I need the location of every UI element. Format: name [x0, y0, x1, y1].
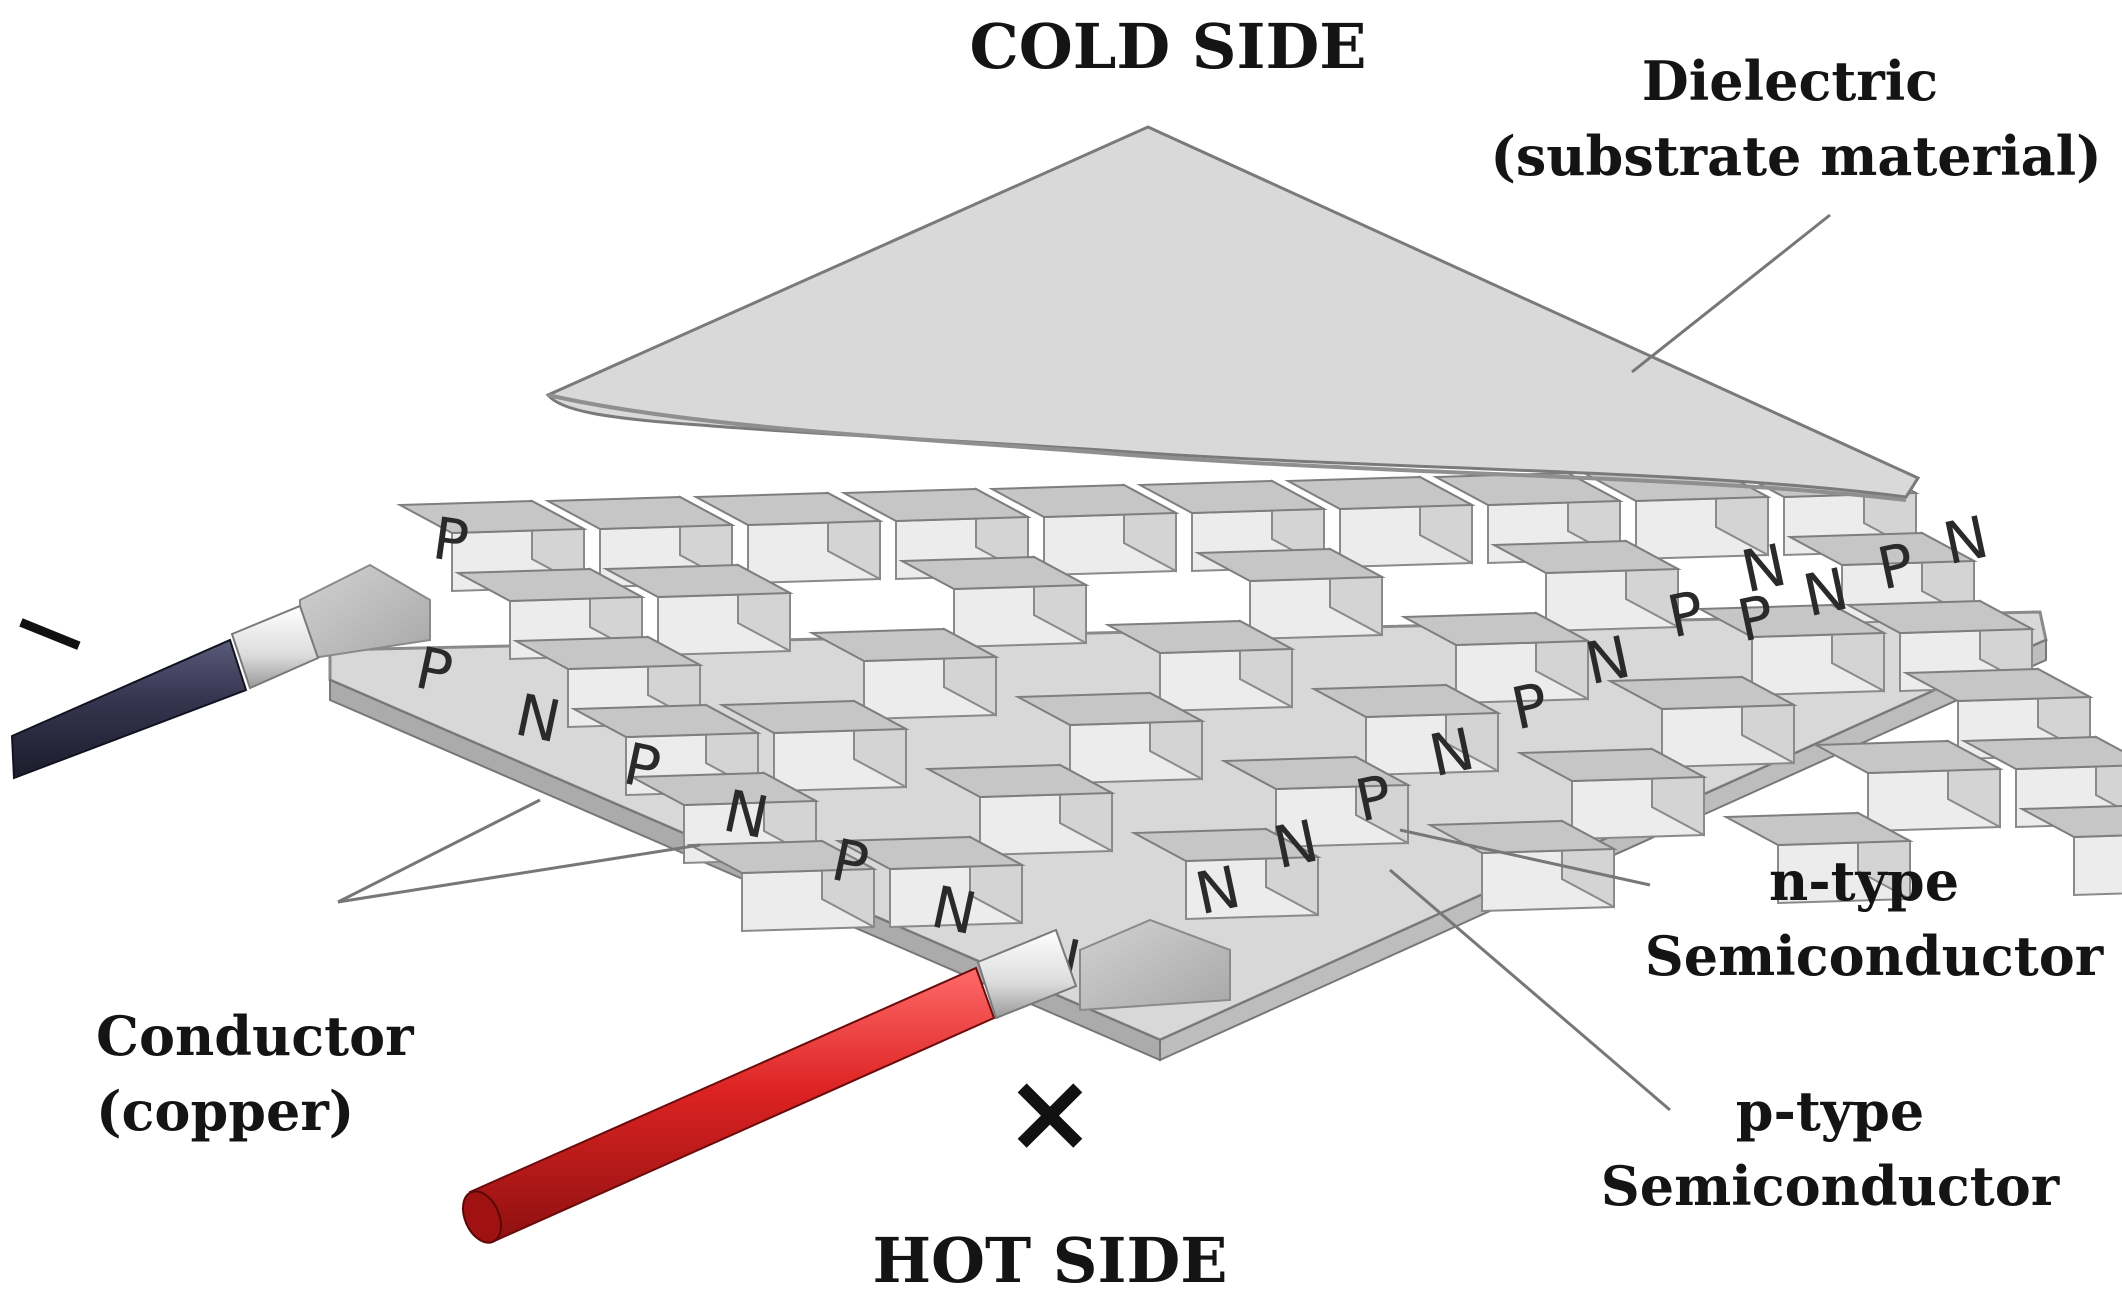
- conductor-tile: [2018, 804, 2122, 839]
- conductor-tile: [834, 835, 1026, 871]
- conductor-label-line1: Conductor: [96, 1004, 414, 1068]
- conductor-tile: [1786, 531, 1978, 567]
- dielectric-label-line2: (substrate material): [1490, 124, 2101, 188]
- conductor-tile: [1960, 735, 2122, 771]
- conductor-tile: [1194, 547, 1386, 583]
- conductor-leader-lower: [337, 843, 701, 904]
- ntype-leader: [1399, 828, 1651, 887]
- conductor-tile: [840, 487, 1032, 523]
- conductor-tile: [1136, 479, 1328, 515]
- leader-lines: [337, 213, 1831, 1112]
- conductor-tile: [1844, 599, 2036, 635]
- negative-wire-sleeve: [230, 604, 320, 690]
- conductor-tile: [1104, 619, 1296, 655]
- conductor-tile: [1400, 611, 1592, 647]
- conductor-tile: [718, 699, 910, 735]
- conductor-tile: [692, 491, 884, 527]
- conductor-tile: [988, 483, 1180, 519]
- conductor-label-line2: (copper): [96, 1079, 354, 1143]
- ptype-label-line1: p-type: [1736, 1079, 1925, 1143]
- cold-side-dielectric-plate: [545, 125, 1921, 499]
- conductor-tile: [1490, 539, 1682, 575]
- conductor-leader-upper: [337, 798, 541, 904]
- conductor-tile: [1812, 739, 2004, 775]
- conductor-tile: [898, 555, 1090, 591]
- conductor-tile: [1220, 755, 1412, 791]
- conductor-tile: [1722, 811, 1914, 847]
- positive-terminal-pad: [1079, 918, 1231, 1012]
- conductor-tile: [1696, 603, 1888, 639]
- conductor-tile: [1606, 675, 1798, 711]
- negative-terminal-pad: [299, 563, 431, 662]
- conductor-tile: [1516, 747, 1708, 783]
- positive-wire: [461, 928, 1078, 1244]
- conductor-tile: [544, 495, 736, 531]
- conductor-tile: [1284, 475, 1476, 511]
- positive-wire-sleeve: [976, 928, 1078, 1020]
- conductor-tile: [808, 627, 1000, 663]
- conductor-tile: [1014, 691, 1206, 727]
- conductor-tile: [924, 763, 1116, 799]
- dielectric-edge: [547, 393, 1907, 502]
- ptype-leader: [1389, 868, 1671, 1112]
- conductor-tile: [1130, 827, 1322, 863]
- dielectric-leader: [1631, 213, 1831, 374]
- conductor-tile: [396, 499, 588, 535]
- negative-wire: [10, 604, 320, 780]
- conductor-tile: [454, 567, 646, 603]
- hot-side-label: HOT SIDE: [872, 1224, 1227, 1297]
- cold-side-label: COLD SIDE: [969, 10, 1366, 83]
- conductor-tile: [570, 703, 762, 739]
- conductor-tile: [1902, 667, 2094, 703]
- dielectric-label-line1: Dielectric: [1642, 49, 1938, 113]
- pellet-front-face: [2073, 834, 2122, 897]
- conductor-tile: [628, 771, 820, 807]
- negative-terminal-symbol: —: [4, 579, 100, 681]
- ptype-label-line2: Semiconductor: [1601, 1154, 2060, 1218]
- conductor-tile: [1310, 683, 1502, 719]
- conductor-tile: [602, 563, 794, 599]
- conductor-tile: [512, 635, 704, 671]
- ntype-label-line2: Semiconductor: [1645, 924, 2104, 988]
- pellet-grid: PNPNPNNNNPNPNPNPPNPN: [396, 463, 2122, 996]
- conductor-tile: [686, 839, 878, 875]
- positive-terminal-symbol: ×: [1004, 1048, 1096, 1176]
- ntype-label-line1: n-type: [1769, 849, 1959, 913]
